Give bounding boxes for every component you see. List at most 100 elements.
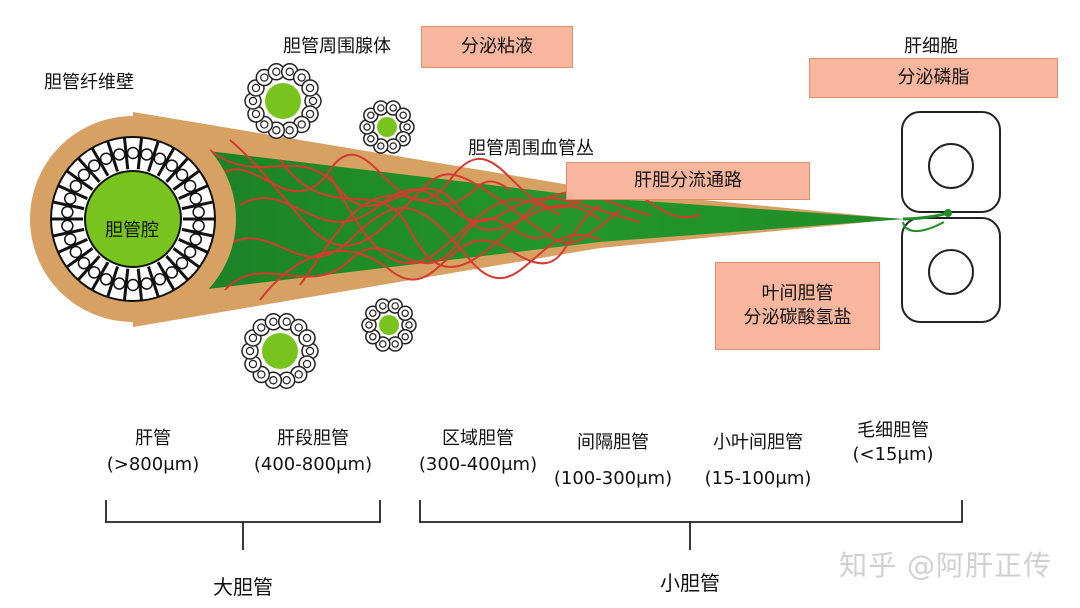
epithelial-nucleus <box>113 148 126 161</box>
epithelial-nucleus <box>99 273 113 286</box>
duct-size-name: 肝段胆管 <box>277 428 349 449</box>
small-ducts-label: 小胆管 <box>660 571 720 595</box>
fibrous-wall-label: 胆管纤维壁 <box>44 72 134 93</box>
epithelial-cell-border <box>165 157 189 183</box>
epithelial-nucleus <box>165 159 179 172</box>
epithelial-nucleus <box>189 192 203 205</box>
canaliculus-dot <box>944 209 952 217</box>
epithelial-nucleus <box>69 245 83 259</box>
epithelial-nucleus <box>63 233 77 246</box>
vascular-plexus-label: 胆管周围血管丛 <box>468 138 594 159</box>
duct-size-range: (400-800μm) <box>253 454 373 475</box>
epithelial-nucleus <box>126 146 140 160</box>
bracket-large-ducts <box>105 500 381 550</box>
epithelial-nucleus <box>175 168 189 182</box>
epithelial-nucleus <box>165 266 179 279</box>
shunt-pathway-box: 肝胆分流通路 <box>566 162 810 200</box>
epithelial-nucleus <box>61 205 74 219</box>
gland <box>359 100 415 154</box>
duct-size-name: 小叶间胆管 <box>713 432 803 453</box>
duct-size-septal: 间隔胆管 (100-300μm) <box>543 432 683 490</box>
epithelial-nucleus <box>113 277 126 290</box>
watermark: 知乎 @阿肝正传 <box>839 549 1052 582</box>
duct-size-name: 毛细胆管 <box>857 420 929 441</box>
duct-epithelium <box>51 137 215 301</box>
bracket-small-ducts <box>419 500 963 550</box>
epithelial-nucleus <box>77 256 91 270</box>
duct-size-range: (<15μm) <box>852 444 934 465</box>
secrete-mucus-box: 分泌粘液 <box>421 26 573 68</box>
blood-vessel <box>229 139 621 247</box>
peribiliary-glands <box>241 63 417 389</box>
peribiliary-glands-label: 胆管周围腺体 <box>283 36 391 57</box>
duct-size-name: 间隔胆管 <box>577 432 649 453</box>
duct-size-range: (300-400μm) <box>418 454 538 475</box>
epithelial-nucleus <box>140 148 153 161</box>
epithelial-nucleus <box>192 205 205 219</box>
epithelial-cell-border <box>106 140 119 172</box>
hepatocyte-label: 肝细胞 <box>904 36 958 57</box>
epithelial-nucleus <box>69 179 83 193</box>
epithelial-nucleus <box>87 159 101 172</box>
epithelial-cell-border <box>52 200 85 211</box>
duct-size-range: (15-100μm) <box>704 468 812 489</box>
duct-size-hepatic: 肝管 (>800μm) <box>98 428 208 476</box>
epithelial-nucleus <box>61 219 74 233</box>
blood-vessel <box>299 180 511 286</box>
epithelial-cell-border <box>106 266 119 298</box>
lumen-label: 胆管腔 <box>105 220 159 241</box>
epithelial-cell-border <box>52 227 85 238</box>
duct-size-name: 肝管 <box>135 428 171 449</box>
gland <box>361 298 417 352</box>
duct-size-name: 区域胆管 <box>442 428 514 449</box>
epithelial-cell-border <box>172 169 201 191</box>
hepatocyte-nucleus-lower <box>928 249 974 295</box>
epithelial-nucleus <box>192 219 205 233</box>
epithelial-nucleus <box>99 152 113 165</box>
duct-size-segmental: 肝段胆管 (400-800μm) <box>243 428 383 476</box>
epithelial-cell-border <box>147 140 160 172</box>
epithelial-cell-border <box>178 237 209 254</box>
epithelial-nucleus <box>140 277 153 290</box>
epithelial-cell-border <box>57 237 88 254</box>
epithelial-cell-border <box>57 184 88 201</box>
epithelial-cell-border <box>147 266 160 298</box>
epithelial-nucleus <box>153 152 167 165</box>
epithelial-nucleus <box>77 168 91 182</box>
epithelial-cell-border <box>181 227 214 238</box>
epithelial-nucleus <box>153 273 167 286</box>
epithelial-cell-border <box>122 268 130 301</box>
epithelial-cell-border <box>65 247 94 269</box>
gland <box>244 63 322 139</box>
epithelial-nucleus <box>87 266 101 279</box>
epithelial-nucleus <box>189 233 203 246</box>
duct-size-range: (100-300μm) <box>553 468 673 489</box>
epithelial-cell-border <box>90 261 110 291</box>
duct-lumen <box>84 170 182 268</box>
large-ducts-label: 大胆管 <box>213 575 273 599</box>
epithelial-cell-border <box>172 247 201 269</box>
blood-vessel <box>219 206 601 280</box>
canaliculus-tail <box>902 221 945 232</box>
interlobular-duct-box: 叶间胆管 分泌碳酸氢盐 <box>715 262 880 350</box>
epithelial-cell-border <box>65 169 94 191</box>
epithelial-nucleus <box>175 256 189 270</box>
epithelial-nucleus <box>63 192 77 205</box>
blood-vessel <box>209 149 601 231</box>
epithelial-cell-border <box>77 255 101 281</box>
duct-size-range: (>800μm) <box>106 454 200 475</box>
duct-size-area: 区域胆管 (300-400μm) <box>408 428 548 476</box>
epithelial-cell-border <box>178 184 209 201</box>
epithelial-nucleus <box>126 278 140 292</box>
gland <box>241 313 319 389</box>
interlobular-duct-function: 分泌碳酸氢盐 <box>743 307 852 328</box>
epithelial-cell-border <box>90 147 110 177</box>
blood-vessel <box>239 188 641 223</box>
interlobular-duct-title: 叶间胆管 <box>761 283 834 304</box>
epithelial-cell-border <box>156 261 176 291</box>
epithelial-cell-border <box>156 147 176 177</box>
epithelial-cell-border <box>165 255 189 281</box>
secrete-phospholipid-box: 分泌磷脂 <box>809 58 1058 98</box>
epithelial-cell-border <box>122 137 130 170</box>
